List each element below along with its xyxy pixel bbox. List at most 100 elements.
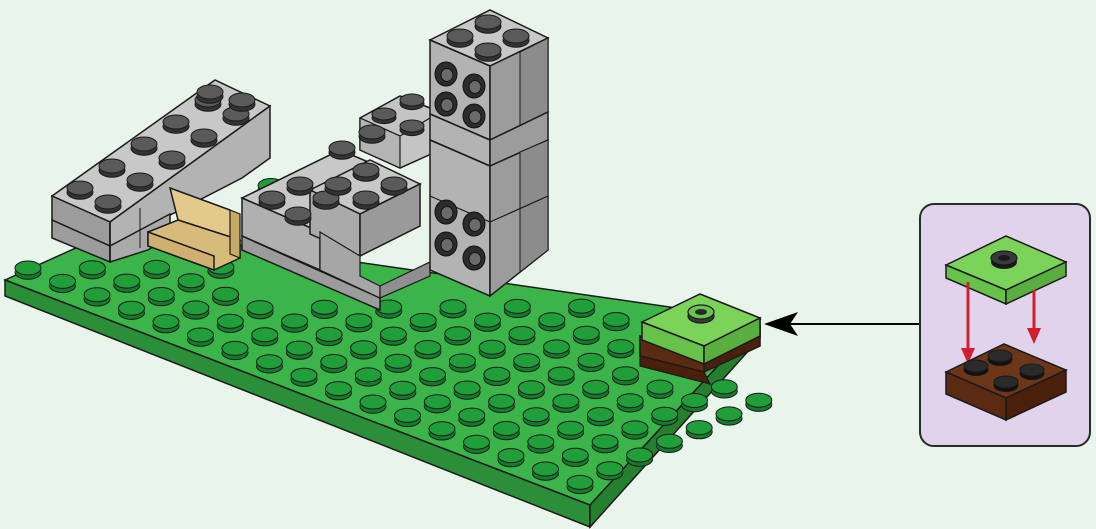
baseplate-stud (587, 408, 613, 426)
baseplate-stud (464, 435, 490, 453)
baseplate-stud (656, 434, 682, 452)
baseplate-stud (114, 274, 140, 292)
sub-assembly-callout (920, 204, 1090, 446)
grey-stud (229, 93, 255, 111)
arrow-left-icon (764, 312, 920, 336)
baseplate-stud (217, 314, 243, 332)
baseplate-stud (528, 435, 554, 453)
baseplate-stud (415, 341, 441, 359)
grey-stud (131, 137, 157, 155)
baseplate-stud (311, 300, 337, 318)
baseplate-stud (544, 340, 570, 358)
baseplate-stud (355, 368, 381, 386)
baseplate-stud (597, 462, 623, 480)
baseplate-stud (686, 421, 712, 439)
grey-stud (447, 29, 473, 47)
baseplate-stud (578, 353, 604, 371)
grey-stud (127, 173, 153, 191)
baseplate-stud (454, 381, 480, 399)
baseplate-stud (622, 421, 648, 439)
baseplate-stud (286, 341, 312, 359)
grey-stud (191, 129, 217, 147)
baseplate-stud (475, 313, 501, 331)
baseplate-stud (567, 475, 593, 493)
baseplate-stud (183, 301, 209, 319)
baseplate-stud (50, 274, 76, 292)
baseplate-stud (178, 274, 204, 292)
baseplate-stud (573, 326, 599, 344)
grey-stud (400, 94, 424, 110)
baseplate-stud (316, 327, 342, 345)
baseplate-stud (523, 408, 549, 426)
grey-stud (95, 195, 121, 213)
baseplate-stud (252, 328, 278, 346)
baseplate-stud (509, 327, 535, 345)
technic-hole (463, 212, 485, 236)
baseplate-stud (188, 328, 214, 346)
baseplate-stud (15, 261, 41, 279)
baseplate-stud (449, 354, 475, 372)
baseplate-stud (213, 287, 239, 305)
baseplate-stud (479, 340, 505, 358)
grey-stud (325, 177, 351, 195)
technic-hole (435, 232, 457, 256)
baseplate-stud (504, 299, 530, 317)
baseplate-stud (498, 449, 524, 467)
baseplate-stud (144, 260, 170, 278)
callout-brown-stud (964, 360, 988, 376)
technic-hole (463, 74, 485, 98)
baseplate-stud (429, 422, 455, 440)
baseplate-stud (424, 395, 450, 413)
baseplate-stud (390, 381, 416, 399)
baseplate-stud (247, 301, 273, 319)
technic-hole (435, 62, 457, 86)
baseplate-stud (445, 327, 471, 345)
baseplate-stud (489, 394, 515, 412)
grey-stud (259, 191, 285, 209)
baseplate-stud (257, 355, 283, 373)
grey-stud (287, 177, 313, 195)
grey-stud (159, 151, 185, 169)
green-baseplate (5, 228, 760, 527)
grey-stud (163, 115, 189, 133)
baseplate-stud (617, 394, 643, 412)
callout-brown-stud (1020, 364, 1044, 380)
baseplate-stud (592, 435, 618, 453)
grey-stud (67, 181, 93, 199)
baseplate-stud (119, 301, 145, 319)
baseplate-stud (627, 448, 653, 466)
baseplate-stud (518, 381, 544, 399)
baseplate-stud (514, 354, 540, 372)
baseplate-stud (583, 380, 609, 398)
baseplate-stud (484, 367, 510, 385)
baseplate-stud (533, 462, 559, 480)
baseplate-stud (321, 355, 347, 373)
baseplate-stud (410, 313, 436, 331)
baseplate-stud (608, 340, 634, 358)
baseplate-stud (647, 380, 673, 398)
baseplate-stud (553, 394, 579, 412)
callout-brown-stud (988, 350, 1012, 366)
baseplate-stud (682, 394, 708, 412)
baseplate-stud (153, 315, 179, 333)
baseplate-stud (385, 354, 411, 372)
grey-stud (400, 120, 424, 136)
grey-stud (503, 29, 529, 47)
technic-hole (435, 92, 457, 116)
baseplate-stud (84, 288, 110, 306)
grey-stud (475, 15, 501, 33)
grey-stud (359, 125, 385, 143)
baseplate-stud (716, 407, 742, 425)
baseplate-stud (539, 313, 565, 331)
baseplate-stud (493, 422, 519, 440)
baseplate-stud (603, 313, 629, 331)
baseplate-stud (420, 368, 446, 386)
baseplate-stud (79, 261, 105, 279)
grey-stud (99, 159, 125, 177)
technic-hole (463, 104, 485, 128)
grey-stud (381, 177, 407, 195)
technic-hole (463, 246, 485, 270)
callout-brown-stud (994, 376, 1018, 392)
baseplate-stud (222, 341, 248, 359)
